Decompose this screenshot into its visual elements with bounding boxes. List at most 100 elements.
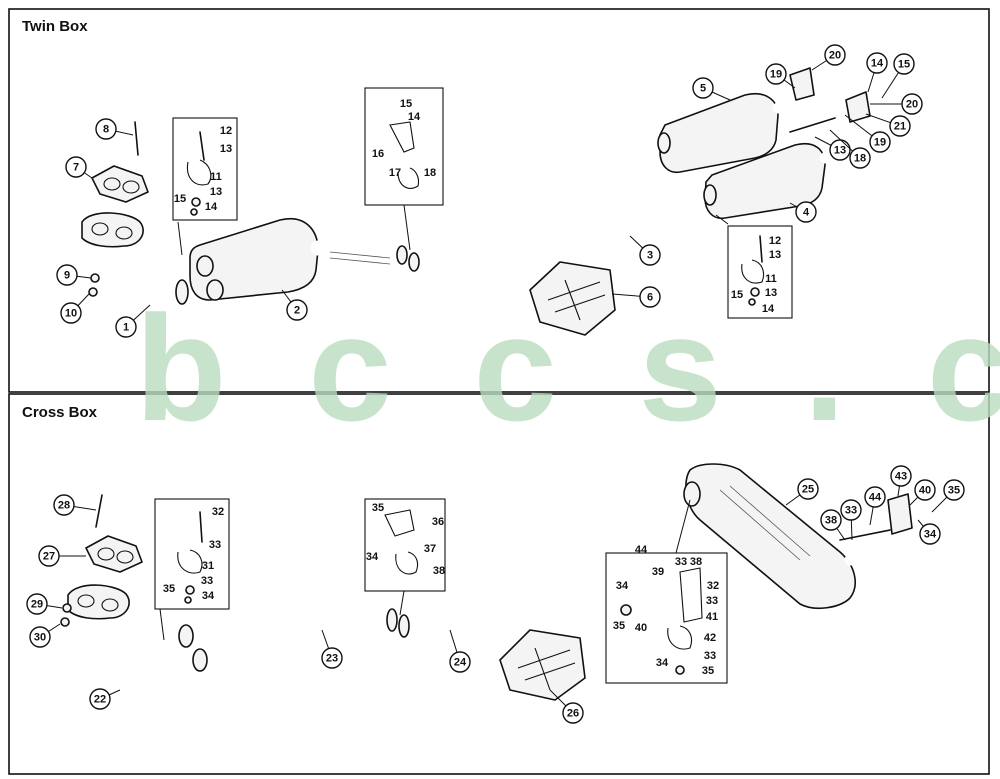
label-twin-inset-c-13: 13: [769, 249, 781, 261]
label-cross-inset-b-36: 36: [432, 516, 444, 528]
label-cross-inset-a-34: 34: [202, 590, 215, 602]
label-twin-inset-b-18: 18: [424, 167, 436, 179]
clamp-inset-a: [172, 117, 238, 256]
svg-text:24: 24: [454, 657, 467, 669]
label-cross-inset-c-33: 33: [704, 650, 716, 662]
label-twin-inset-c-13: 13: [765, 287, 777, 299]
label-cross-inset-a-32: 32: [212, 506, 224, 518]
callout-twin-19: 19: [844, 114, 891, 153]
label-twin-inset-b-14: 14: [408, 111, 421, 123]
svg-text:3: 3: [647, 250, 653, 262]
label-cross-inset-c-34: 34: [616, 580, 629, 592]
svg-text:7: 7: [73, 162, 79, 174]
callout-twin-10: 10: [60, 293, 90, 324]
callout-cross-40: 40: [909, 479, 936, 506]
label-cross-inset-b-37: 37: [424, 543, 436, 555]
gasket-27: [85, 535, 143, 573]
callout-twin-8: 8: [95, 118, 134, 140]
label-cross-inset-a-35: 35: [163, 583, 175, 595]
label-twin-inset-a-13: 13: [220, 143, 232, 155]
clamp-inset-e: [364, 498, 446, 616]
mounting-rubber-26: [499, 629, 586, 701]
label-twin-inset-b-16: 16: [372, 148, 384, 160]
svg-text:30: 30: [34, 632, 46, 644]
callout-twin-9: 9: [56, 264, 92, 286]
svg-text:29: 29: [31, 599, 43, 611]
nut-9: [90, 273, 100, 283]
svg-text:4: 4: [803, 207, 810, 219]
twin-box-panel: [8, 8, 990, 393]
callout-twin-15: 15: [881, 53, 915, 99]
callout-cross-29: 29: [26, 593, 63, 615]
svg-text:26: 26: [567, 708, 579, 720]
label-cross-inset-b-38: 38: [433, 565, 445, 577]
svg-text:28: 28: [58, 500, 70, 512]
callout-cross-44: 44: [864, 486, 886, 526]
callout-cross-35: 35: [931, 479, 965, 513]
svg-text:6: 6: [647, 292, 653, 304]
callout-twin-19: 19: [765, 63, 796, 89]
label-twin-inset-a-12: 12: [220, 125, 232, 137]
label-cross-inset-c-33: 33: [706, 595, 718, 607]
label-twin-inset-b-15: 15: [400, 98, 412, 110]
svg-text:40: 40: [919, 485, 931, 497]
svg-text:18: 18: [854, 153, 866, 165]
svg-text:35: 35: [948, 485, 960, 497]
svg-text:10: 10: [65, 308, 77, 320]
silencer-25: [683, 463, 971, 610]
svg-text:19: 19: [874, 137, 886, 149]
mounting-rubber-6: [529, 261, 616, 336]
stud-8: [134, 121, 139, 156]
label-cross-inset-c-38: 38: [690, 556, 702, 568]
callout-cross-22: 22: [89, 688, 121, 710]
callout-cross-38: 38: [820, 509, 846, 541]
intermediate-pipe-24: [397, 487, 699, 638]
svg-text:9: 9: [64, 270, 70, 282]
label-cross-inset-c-39: 39: [652, 566, 664, 578]
svg-text:15: 15: [898, 59, 910, 71]
label-twin-inset-a-13: 13: [210, 186, 222, 198]
svg-text:44: 44: [869, 492, 882, 504]
callout-cross-28: 28: [53, 494, 97, 516]
front-pipe-twin: [81, 212, 190, 313]
callout-cross-30: 30: [29, 623, 61, 648]
intermediate-pipe-3: [407, 142, 707, 276]
label-cross-inset-a-31: 31: [202, 560, 214, 572]
svg-text:43: 43: [895, 471, 907, 483]
svg-text:14: 14: [871, 58, 884, 70]
front-pipe-cross: [67, 584, 180, 702]
callout-twin-21: 21: [865, 113, 911, 137]
stud-28: [95, 494, 103, 528]
label-cross-inset-a-33: 33: [201, 575, 213, 587]
washer-10: [88, 287, 98, 297]
svg-text:1: 1: [123, 322, 129, 334]
label-cross-inset-c-35: 35: [613, 620, 625, 632]
twin-box-title: Twin Box: [22, 18, 88, 35]
label-cross-inset-c-42: 42: [704, 632, 716, 644]
callout-twin-2: 2: [281, 289, 308, 321]
clamp-inset-f: [605, 499, 728, 684]
callout-cross-24: 24: [449, 629, 471, 673]
label-twin-inset-b-17: 17: [389, 167, 401, 179]
label-cross-inset-c-44: 44: [635, 544, 648, 556]
label-twin-inset-a-14: 14: [205, 201, 218, 213]
mounting-brackets-cross: [839, 493, 913, 541]
svg-text:25: 25: [802, 484, 814, 496]
svg-text:34: 34: [924, 529, 937, 541]
callout-twin-18: 18: [829, 129, 871, 169]
front-pipe-23: [178, 602, 400, 672]
label-cross-inset-a-33: 33: [209, 539, 221, 551]
label-cross-inset-c-33: 33: [675, 556, 687, 568]
watermark: b c c s . c h: [135, 284, 1000, 452]
label-twin-inset-c-15: 15: [731, 289, 743, 301]
svg-text:33: 33: [845, 505, 857, 517]
callout-twin-20: 20: [811, 44, 846, 71]
cross-box-panel: [8, 393, 990, 775]
callout-twin-20: 20: [870, 93, 923, 115]
callout-cross-43: 43: [890, 465, 912, 497]
cross-box-title: Cross Box: [22, 404, 98, 421]
callout-twin-1: 1: [115, 304, 151, 338]
callout-twin-14: 14: [866, 52, 888, 93]
